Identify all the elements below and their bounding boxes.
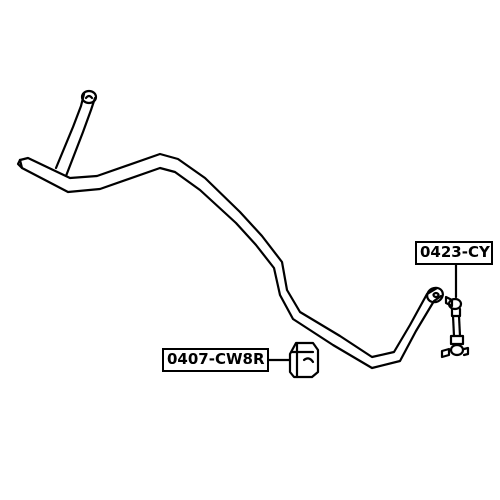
stabilizer-bar — [16, 152, 443, 370]
stabilizer-bar-right-eye — [426, 286, 444, 304]
part-label-stabilizer-bushing[interactable]: 0407-CW8R — [162, 348, 269, 372]
stabilizer-bushing-drawing — [288, 341, 320, 379]
part-label-stabilizer-link[interactable]: 0423-CY — [415, 241, 493, 265]
stabilizer-link-drawing — [440, 295, 470, 359]
stabilizer-bar-left-arm — [54, 89, 98, 178]
